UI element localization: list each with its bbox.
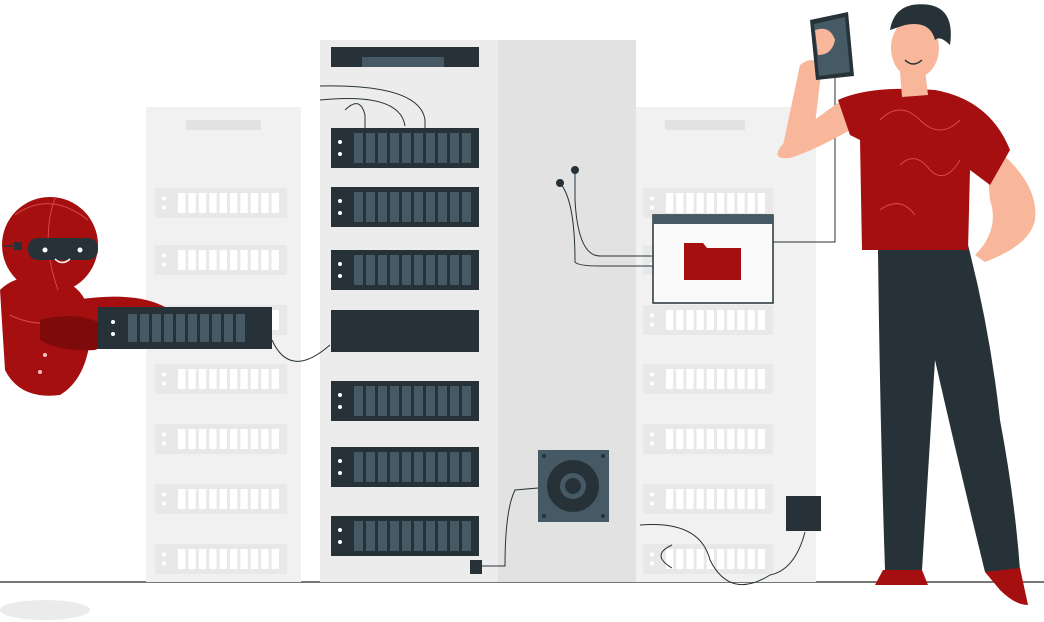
server-unit [331, 381, 479, 421]
server-unit [155, 484, 287, 514]
server-unit [155, 188, 287, 218]
right-background-rack [636, 107, 816, 582]
server-unit [643, 424, 773, 454]
server-unit [331, 128, 479, 168]
fan-unit-icon [538, 450, 609, 522]
server-unit [155, 544, 287, 574]
server-unit [643, 484, 773, 514]
server-unit [155, 364, 287, 394]
server-unit [155, 245, 287, 275]
network-box [786, 496, 821, 531]
ground-shadow [0, 600, 90, 620]
server-unit [331, 187, 479, 227]
cable-plug [556, 179, 564, 187]
server-unit [331, 516, 479, 556]
connector-box [470, 560, 482, 574]
server-unit [643, 188, 773, 218]
server-unit [331, 250, 479, 290]
server-unit [331, 447, 479, 487]
server-unit [643, 305, 773, 335]
robot-held-server [98, 307, 272, 349]
empty-server-slot [331, 310, 479, 352]
folder-window-icon [652, 214, 774, 304]
server-unit [643, 364, 773, 394]
person-icon [777, 4, 1036, 605]
cable-plug [571, 166, 579, 174]
server-unit [643, 544, 773, 574]
robot-icon [0, 197, 170, 396]
server-unit [155, 424, 287, 454]
